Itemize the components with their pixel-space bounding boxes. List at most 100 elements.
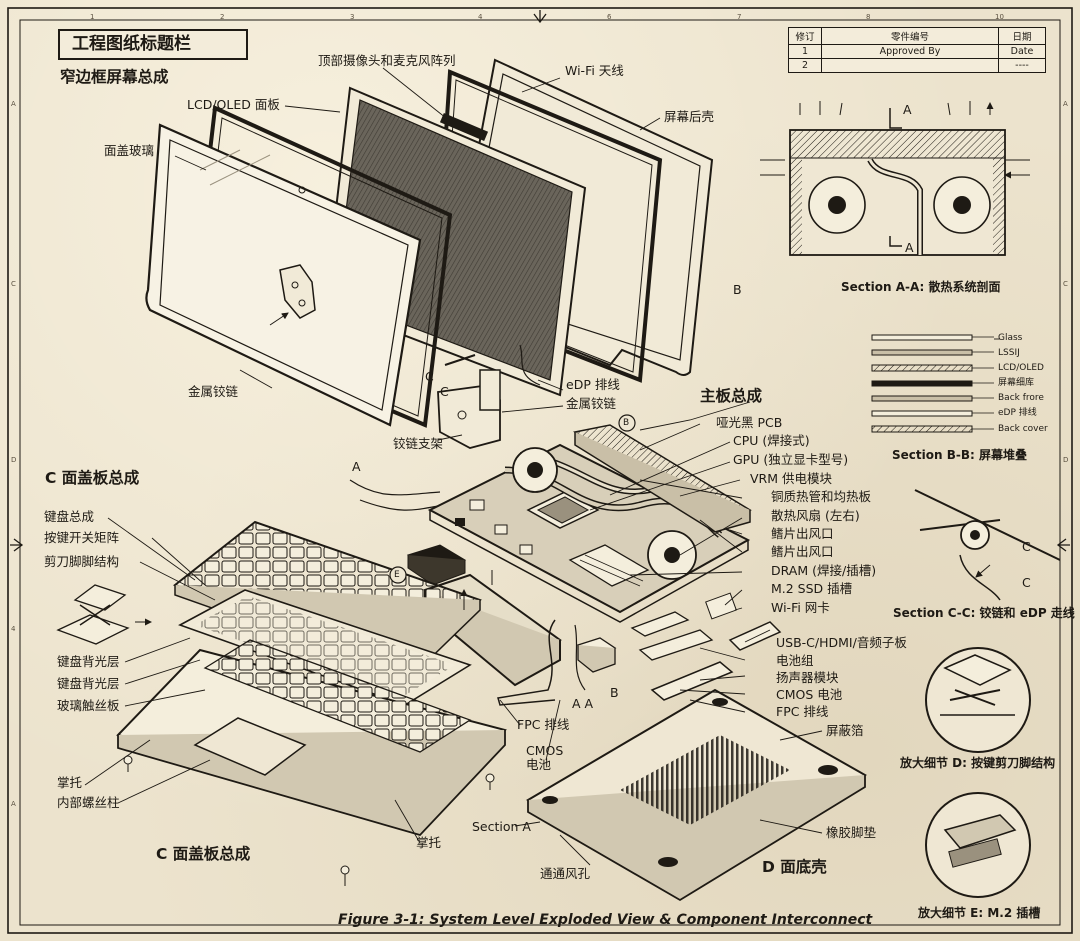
grid-row-c: C	[11, 280, 16, 288]
section-cc-drawing	[914, 489, 1061, 601]
section-bb-layers	[871, 334, 994, 433]
label-backlight-2: 键盘背光层	[57, 676, 120, 691]
section-cc-title: Section C-C: 铰链和 eDP 走线	[893, 606, 1075, 620]
section-aa-title: Section A-A: 散热系统剖面	[841, 280, 1001, 294]
grid-col-2: 2	[220, 13, 225, 21]
label-hinge-bracket: 铰链支架	[393, 436, 444, 451]
label-marker-cc: C	[425, 369, 434, 384]
bb-layer-label: 屏幕细库	[998, 378, 1035, 388]
mb-label: 电池组	[776, 653, 814, 668]
grid-row-a-right: A	[1063, 100, 1068, 108]
label-camera-mic: 顶部摄像头和麦克风阵列	[318, 53, 456, 68]
rev-cell: 2	[788, 58, 822, 73]
d-cover-heading: D 面底壳	[762, 858, 827, 876]
mainboard-marker-b: B	[623, 418, 630, 428]
mainboard-pcb	[427, 424, 752, 623]
rev-cell: 1	[788, 44, 822, 59]
label-cmos: CMOS 电池	[526, 743, 564, 772]
grid-col-4: 4	[478, 13, 483, 21]
grid-row-d: D	[11, 456, 17, 464]
c-cover-heading: C 面盖板总成	[45, 469, 140, 487]
label-marker-a: A	[352, 459, 361, 474]
hinge-bracket	[437, 354, 501, 449]
mb-label: VRM 供电模块	[750, 471, 832, 486]
title-block-text: 工程图纸标题栏	[72, 34, 191, 54]
mb-label: CMOS 电池	[776, 687, 843, 702]
label-wifi-antenna: Wi-Fi 天线	[565, 63, 624, 78]
rev-cell	[821, 58, 999, 73]
rev-cell: Approved By	[821, 44, 999, 59]
mb-label: 鳍片出风口	[771, 526, 834, 541]
rev-header-date: 日期	[998, 27, 1046, 45]
label-marker-b2: B	[610, 685, 619, 700]
label-rear-cover: 屏幕后壳	[664, 109, 715, 124]
bb-layer-label: Back cover	[998, 424, 1048, 434]
revision-table: 修订 零件编号 日期 1 Approved By Date 2 ----	[788, 27, 1046, 73]
revision-row: 1 Approved By Date	[788, 44, 1046, 59]
detail-d-title: 放大细节 D: 按键剪刀脚结构	[900, 756, 1056, 770]
bb-layer-label: LCD/OLED	[998, 363, 1044, 373]
label-lcd-panel: LCD/OLED 面板	[187, 97, 280, 112]
section-aa-drawing	[760, 101, 1030, 256]
rev-cell: ----	[998, 58, 1046, 73]
label-keyboard: 键盘总成	[44, 509, 95, 524]
io-daughterboards	[630, 592, 782, 701]
c-cover-bottom-heading: C 面盖板总成	[156, 845, 251, 863]
label-cover-glass: 面盖玻璃	[104, 143, 155, 158]
grid-col-3: 3	[350, 13, 355, 21]
label-switch-matrix: 按键开关矩阵	[44, 530, 120, 545]
cmos-block	[576, 637, 617, 673]
screen-assembly-heading: 窄边框屏幕总成	[60, 68, 169, 86]
mb-label: GPU (独立显卡型号)	[733, 452, 849, 467]
label-glass-touch: 玻璃触丝板	[57, 698, 120, 713]
rev-cell: Date	[998, 44, 1046, 59]
mb-label: FPC 排线	[776, 704, 829, 719]
mainboard-heading: 主板总成	[700, 387, 763, 405]
bb-layer-label: eDP 排线	[998, 408, 1037, 418]
c-cover-palmrest	[116, 639, 507, 837]
detail-d-circle	[925, 647, 1031, 753]
label-hinge-right: 金属铰链	[566, 396, 617, 411]
mb-label: 铜质热管和均热板	[771, 489, 872, 504]
label-marker-b: B	[733, 282, 742, 297]
mb-label: M.2 SSD 插槽	[771, 581, 853, 596]
label-palmrest-2: 掌托	[416, 835, 442, 850]
label-fpc: FPC 排线	[517, 717, 570, 732]
bb-layer-label: LSSIJ	[998, 348, 1020, 358]
label-marker-e: E	[394, 570, 400, 580]
section-cc-marker-2: C	[1022, 575, 1031, 590]
scissor-detail	[56, 584, 152, 645]
section-aa-marker-bottom: A	[905, 240, 914, 255]
label-section-a-ref: Section A	[472, 819, 531, 834]
grid-row-c-right: C	[1063, 280, 1068, 288]
section-bb-title: Section B-B: 屏幕堆叠	[892, 448, 1027, 462]
mb-label: USB-C/HDMI/音频子板	[776, 635, 907, 650]
label-marker-c: C	[440, 384, 449, 399]
revision-row: 2 ----	[788, 58, 1046, 73]
grid-row-a: A	[11, 100, 16, 108]
label-scissor: 剪刀脚脚结构	[44, 554, 120, 569]
label-rubber-feet: 橡胶脚垫	[826, 825, 877, 840]
marker-e-circle	[389, 566, 407, 584]
grid-row-d-right: D	[1063, 456, 1069, 464]
fpc-ribbon	[497, 619, 556, 706]
section-cc-marker-1: C	[1022, 539, 1031, 554]
grid-col-10: 10	[995, 13, 1004, 21]
leader-lines	[84, 67, 1000, 866]
figure-caption: Figure 3-1: System Level Exploded View &…	[338, 912, 873, 928]
grid-col-8: 8	[866, 13, 871, 21]
grid-col-6: 6	[607, 13, 612, 21]
mb-label: 散热风扇 (左右)	[771, 508, 860, 523]
edp-cable	[519, 344, 541, 386]
screws	[123, 755, 495, 886]
bb-layer-label: Back frore	[998, 393, 1044, 403]
grid-row-a2: A	[11, 800, 16, 808]
hinge-left	[269, 264, 316, 326]
mb-label: 哑光黑 PCB	[716, 415, 783, 430]
detail-e-circle	[925, 792, 1031, 898]
title-block: 工程图纸标题栏	[58, 29, 248, 60]
mb-label: 屏蔽箔	[826, 723, 864, 738]
mb-label: CPU (焊接式)	[733, 433, 810, 448]
label-hinge-left: 金属铰链	[188, 384, 239, 399]
label-palmrest: 掌托	[57, 775, 83, 790]
